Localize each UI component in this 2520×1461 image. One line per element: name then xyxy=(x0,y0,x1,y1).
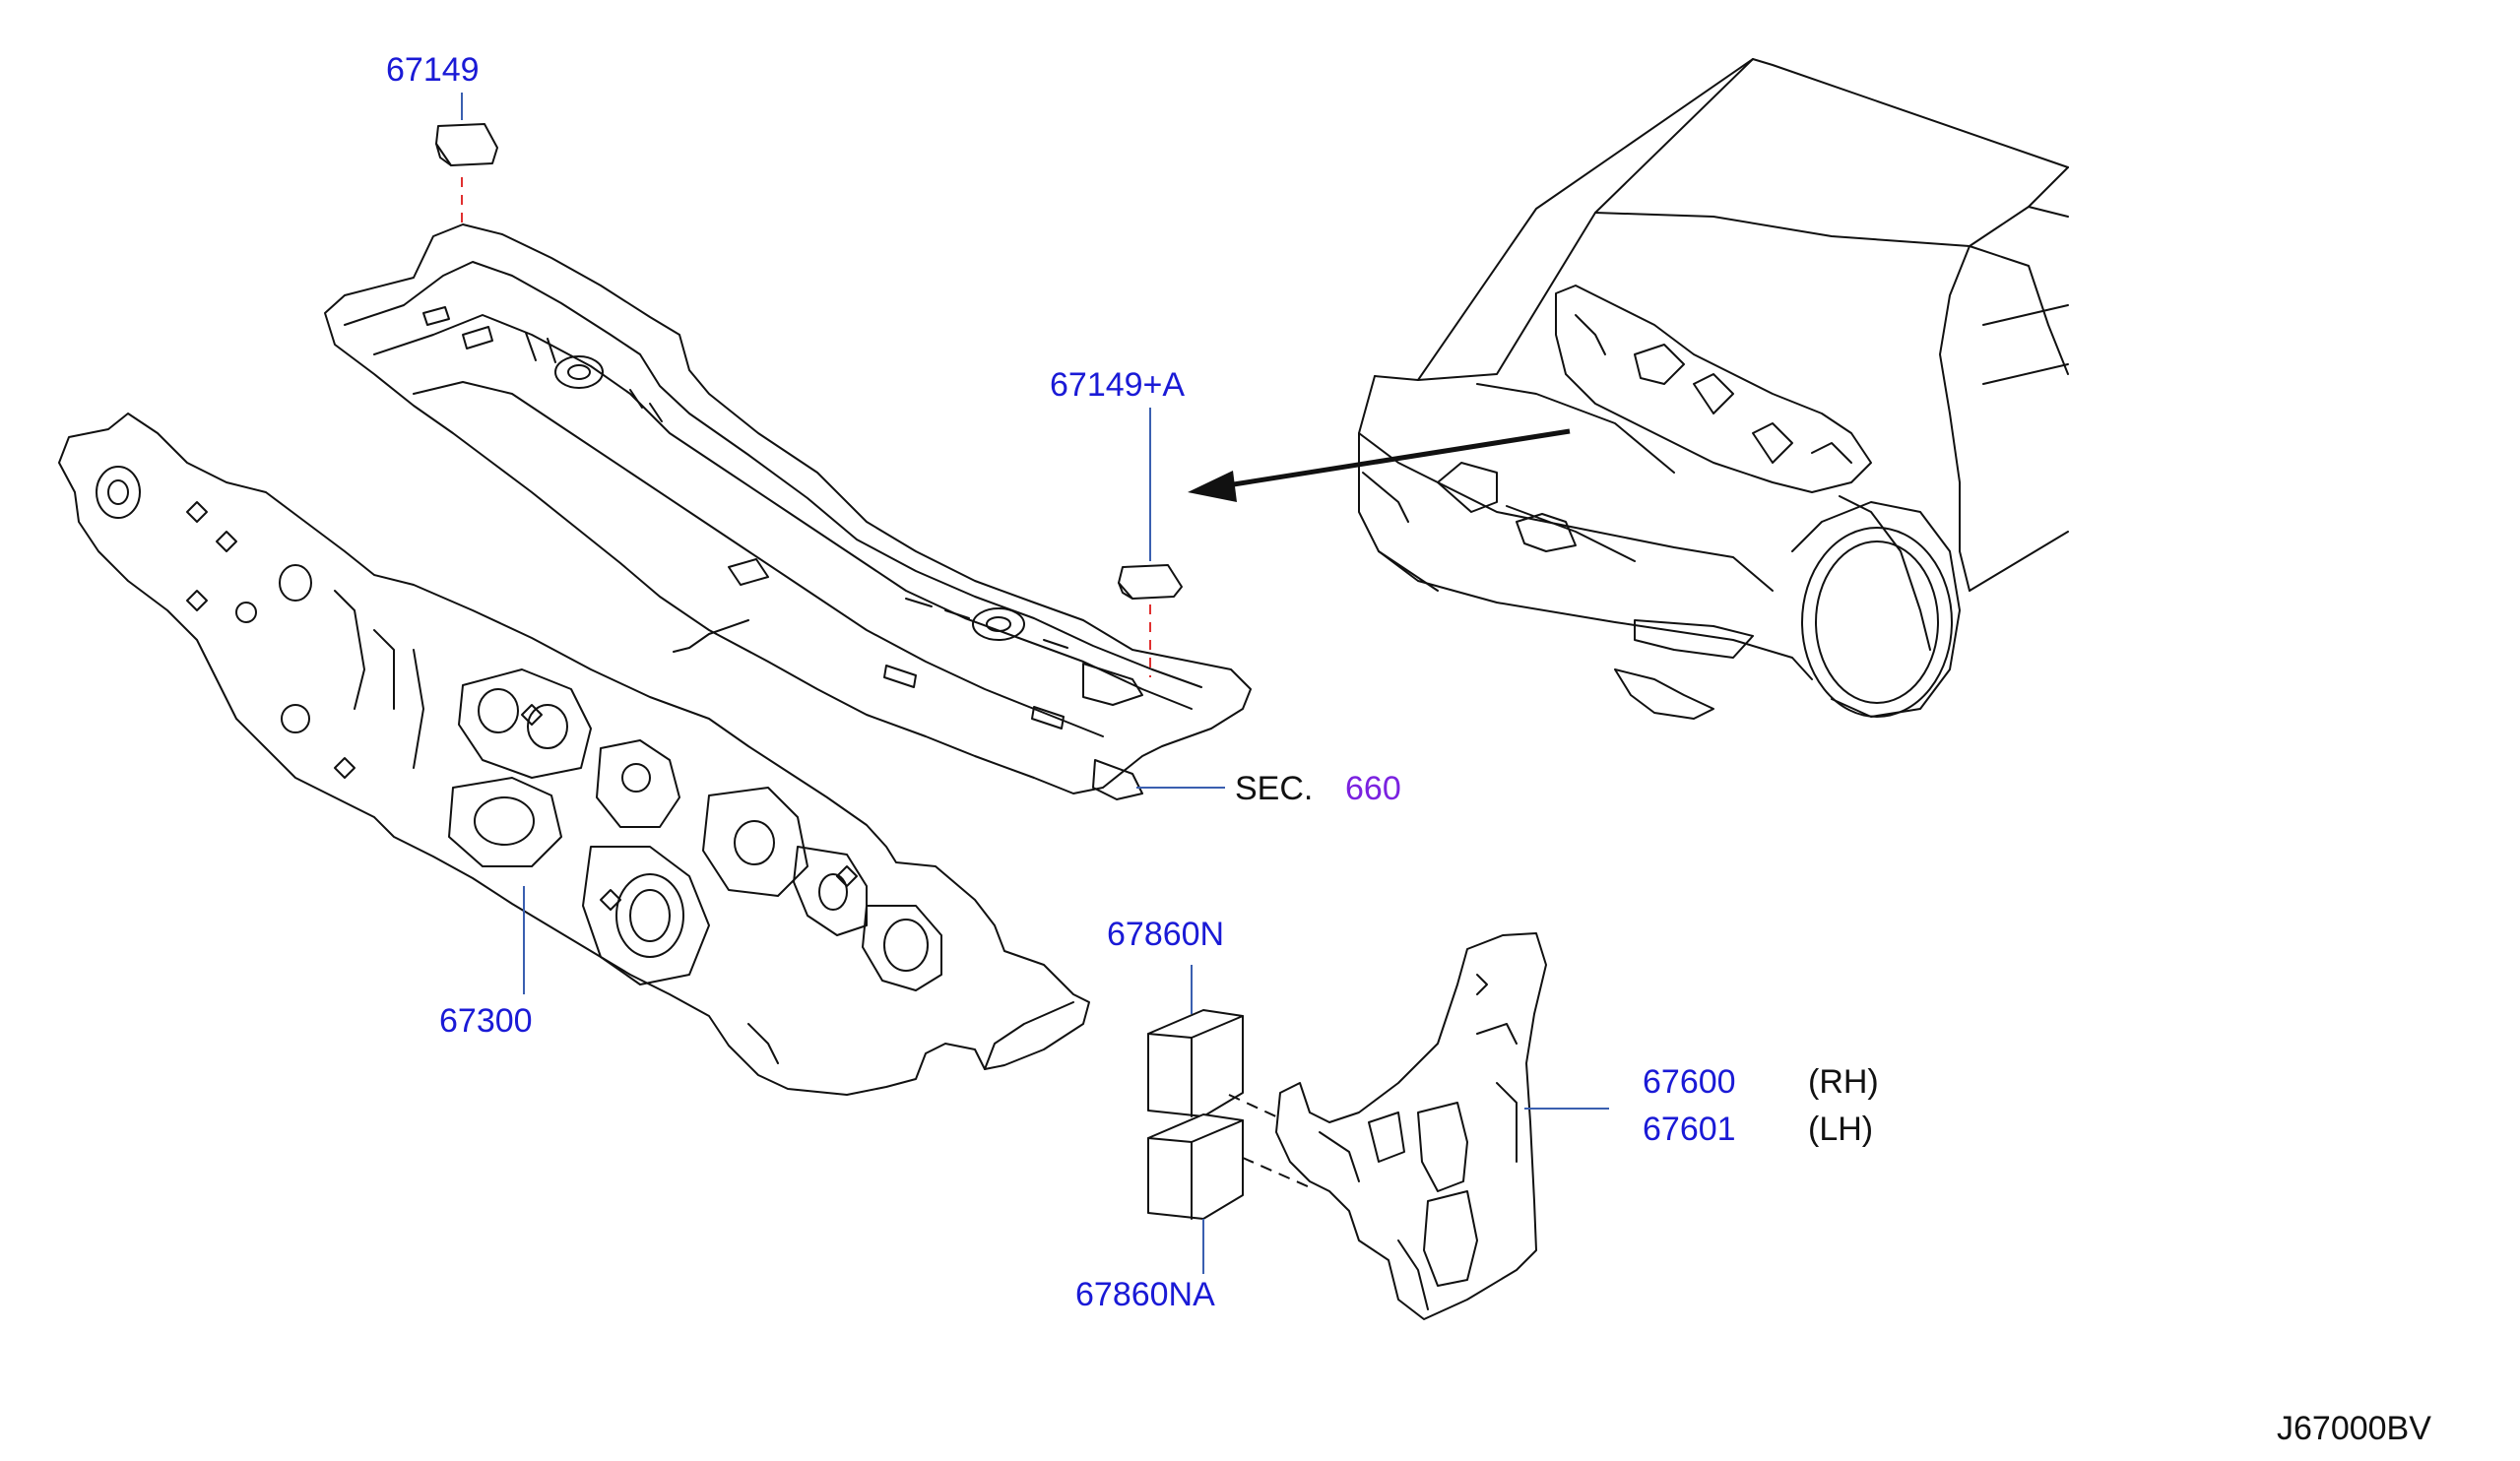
insulator-67860n xyxy=(1147,1009,1244,1117)
dash-panel-67300 xyxy=(58,413,1090,1096)
label-67860n: 67860N xyxy=(1107,916,1224,953)
label-lh: (LH) xyxy=(1808,1111,1873,1148)
cowl-top-panel xyxy=(324,223,1252,800)
pad-67149 xyxy=(435,123,498,166)
pointer-arrow xyxy=(1188,428,1571,502)
vehicle-overview xyxy=(1358,58,2069,720)
diagram-code: J67000BV xyxy=(2277,1410,2431,1447)
label-67860na: 67860NA xyxy=(1075,1276,1215,1313)
label-67149: 67149 xyxy=(386,51,480,89)
label-67600: 67600 xyxy=(1643,1063,1736,1101)
label-rh: (RH) xyxy=(1808,1063,1879,1101)
insulator-67860na xyxy=(1147,1113,1244,1220)
label-sec-number[interactable]: 660 xyxy=(1345,770,1401,807)
centerline-insulator-upper xyxy=(1228,1094,1281,1119)
pad-67149a xyxy=(1118,564,1183,600)
label-67601: 67601 xyxy=(1643,1111,1736,1148)
label-67149a: 67149+A xyxy=(1050,366,1185,404)
label-sec-prefix: SEC. xyxy=(1235,770,1313,807)
centerline-insulator-lower xyxy=(1242,1157,1311,1188)
side-panel-67600 xyxy=(1275,932,1547,1320)
label-67300: 67300 xyxy=(439,1002,533,1040)
